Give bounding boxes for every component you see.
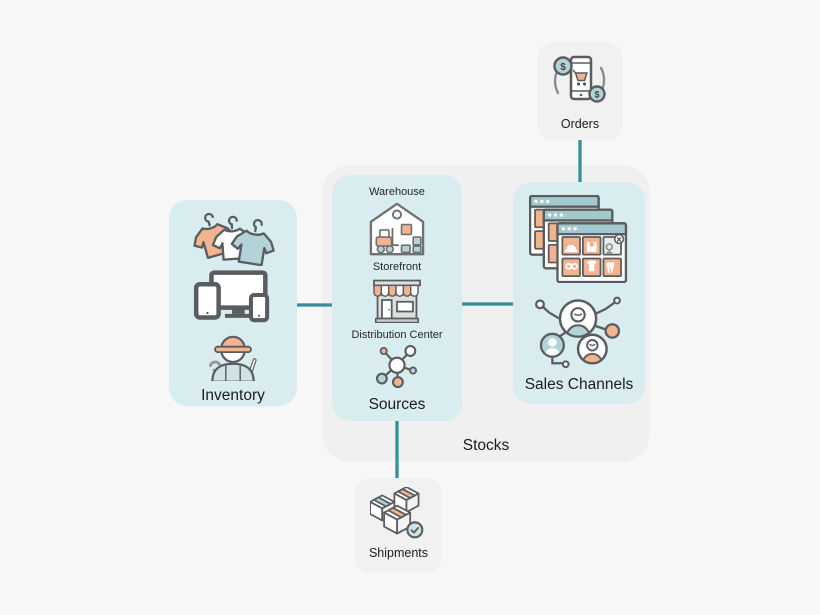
clothes-on-hangers-icon (193, 212, 275, 266)
sales-channels-node: Sales Channels (513, 182, 645, 404)
shipments-label: Shipments (368, 546, 429, 560)
distribution-center-label: Distribution Center (351, 328, 443, 341)
warehouse-label: Warehouse (369, 186, 425, 198)
connector-inventory-sources (296, 303, 333, 307)
dollar-glyph: $ (560, 62, 566, 73)
connector-orders-saleschannels (578, 139, 582, 183)
worker-icon (208, 335, 257, 382)
orders-label: Orders (560, 117, 600, 131)
inventory-label: Inventory (201, 387, 265, 405)
storefront-icon (373, 279, 421, 323)
shipping-boxes-icon (369, 487, 423, 539)
distribution-network-icon (375, 345, 417, 389)
inventory-node: Inventory (169, 200, 297, 406)
orders-node: $ $ Orders (538, 42, 622, 140)
customer-network-icon (535, 296, 621, 369)
dollar-glyph: $ (594, 90, 599, 100)
sources-node: Warehouse Storefront Distribution Center (332, 175, 462, 421)
connector-sources-saleschannels (461, 302, 514, 306)
stocks-group-label: Stocks (462, 437, 510, 454)
sources-label: Sources (368, 396, 426, 414)
storefront-label: Storefront (372, 260, 422, 273)
product-listings-windows-icon (529, 195, 628, 283)
devices-icon (193, 270, 270, 322)
connector-sources-shipments (395, 420, 399, 479)
mobile-order-icon: $ $ (553, 55, 606, 103)
warehouse-icon (369, 202, 425, 256)
sales-channels-label: Sales Channels (524, 376, 634, 393)
shipments-node: Shipments (355, 478, 442, 573)
